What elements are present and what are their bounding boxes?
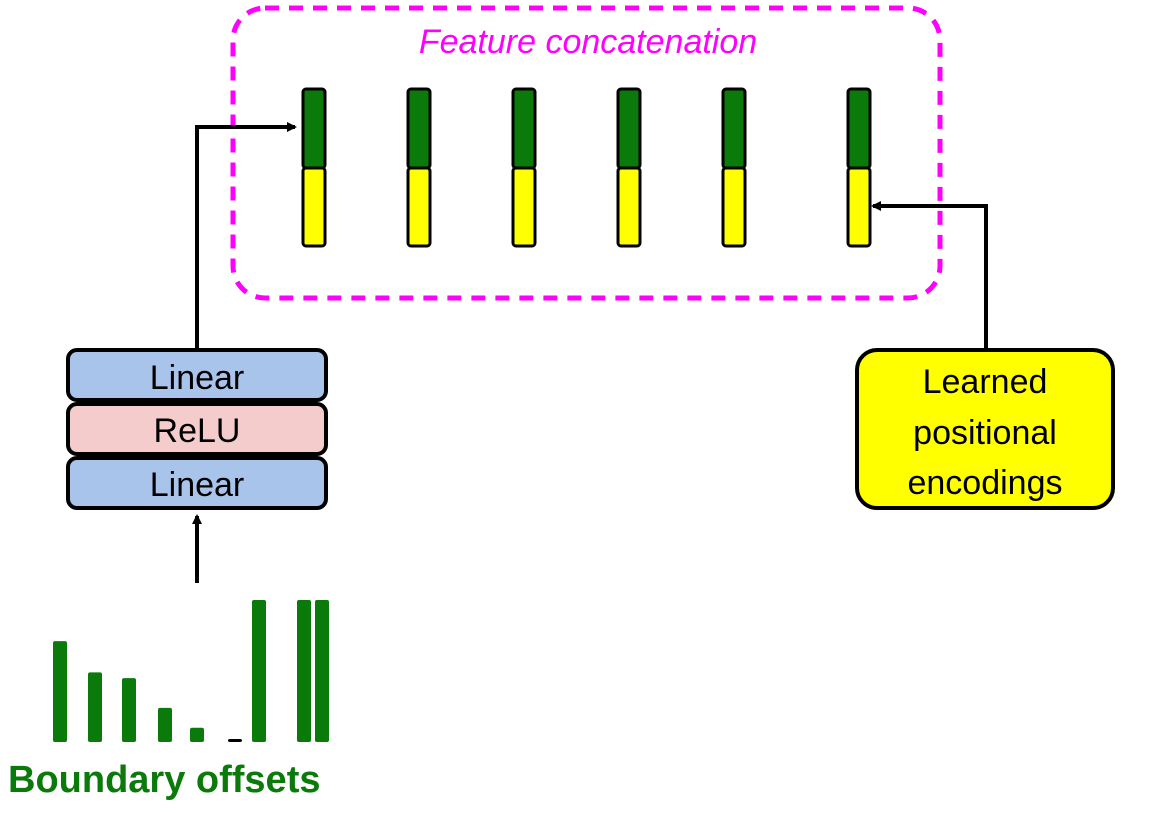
token-feature-segment [721,87,747,170]
mlp-layer-linear-top [66,348,328,402]
token-feature-segment [616,87,642,170]
positional-encodings-line: positional [913,414,1057,452]
token-positional-segment [616,166,642,248]
offset-bar [158,707,172,742]
offset-bar [228,739,242,742]
offset-bar [88,672,102,742]
positional-to-token-arrow [871,201,988,350]
offset-bar [252,600,266,742]
token-feature-segment [511,87,537,170]
positional-encodings-rect [855,348,1115,510]
token-feature-segment [846,87,872,170]
feature-concatenation-label: Feature concatenation [419,23,757,61]
token-feature-segment [301,87,327,170]
positional-encodings-line: encodings [907,464,1062,502]
mlp-layer-label: ReLU [154,412,241,450]
token-positional-segment [511,166,537,248]
boundary-offsets-label: Boundary offsets [8,759,320,801]
mlp-to-token-arrow [195,122,297,350]
positional-encodings-line: Learned [923,363,1048,401]
feature-concatenation-box [230,5,943,301]
token-feature-segment [406,87,432,170]
offset-bar [53,641,67,742]
mlp-layer-linear-bottom [66,456,328,510]
mlp-layer-label: Linear [150,466,245,504]
offset-bar [297,600,311,742]
mlp-layer-label: Linear [150,359,245,397]
token-positional-segment [301,166,327,248]
offset-bar [315,600,329,742]
mlp-stack: Linear ReLU Linear [66,348,328,510]
mlp-layer-relu [66,402,328,456]
boundary-offset-bars [53,600,329,742]
token-columns [301,87,872,248]
positional-encodings-box: Learned positional encodings [855,348,1115,510]
token-positional-segment [406,166,432,248]
offset-bar [190,727,204,742]
offset-bar [122,678,136,742]
token-positional-segment [721,166,747,248]
token-positional-segment [846,166,872,248]
